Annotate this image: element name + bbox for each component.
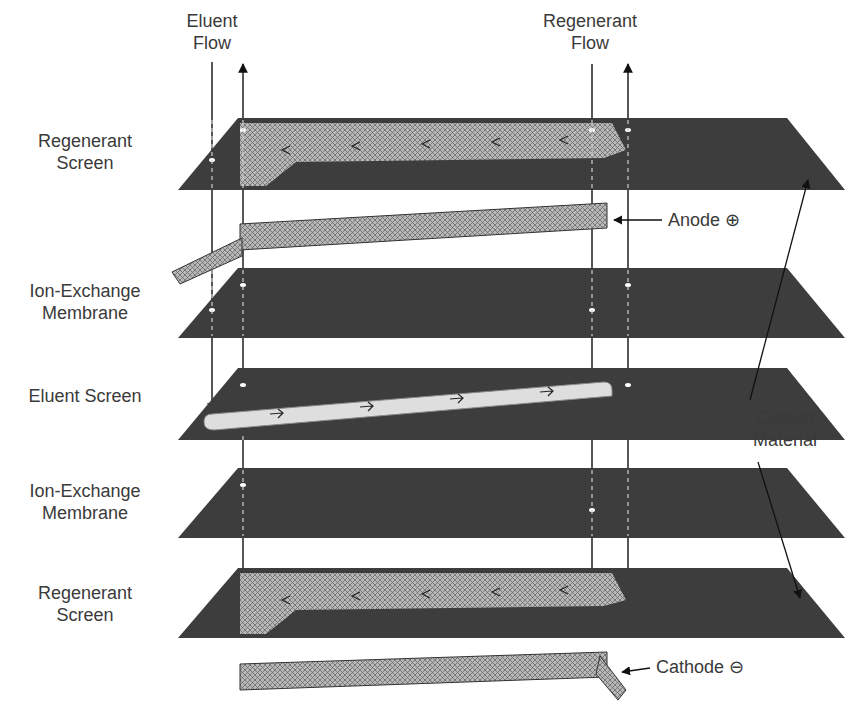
layer-label: Regenerant Screen [10,582,160,626]
ion-exchange-membrane [178,468,845,538]
port-holes [209,128,631,512]
electrode-label: Anode ⊕ [668,209,778,231]
regenerant-screen [178,568,845,638]
cathode-strip [240,652,626,700]
electrode-label: Cathode ⊖ [656,656,776,678]
regenerant-screen [178,118,845,190]
layer-label: Ion-Exchange Membrane [10,480,160,524]
layer-label: Ion-Exchange Membrane [10,280,160,324]
flow-label: Regenerant Flow [535,10,645,54]
layer-label: Eluent Screen [10,385,160,407]
part-label: Gasket Material [735,407,835,451]
layer-label: Regenerant Screen [10,130,160,174]
ion-exchange-membrane [178,268,845,338]
eluent-screen [178,368,845,440]
flow-label: Eluent Flow [172,10,252,54]
hidden-flow-lines [212,120,628,536]
